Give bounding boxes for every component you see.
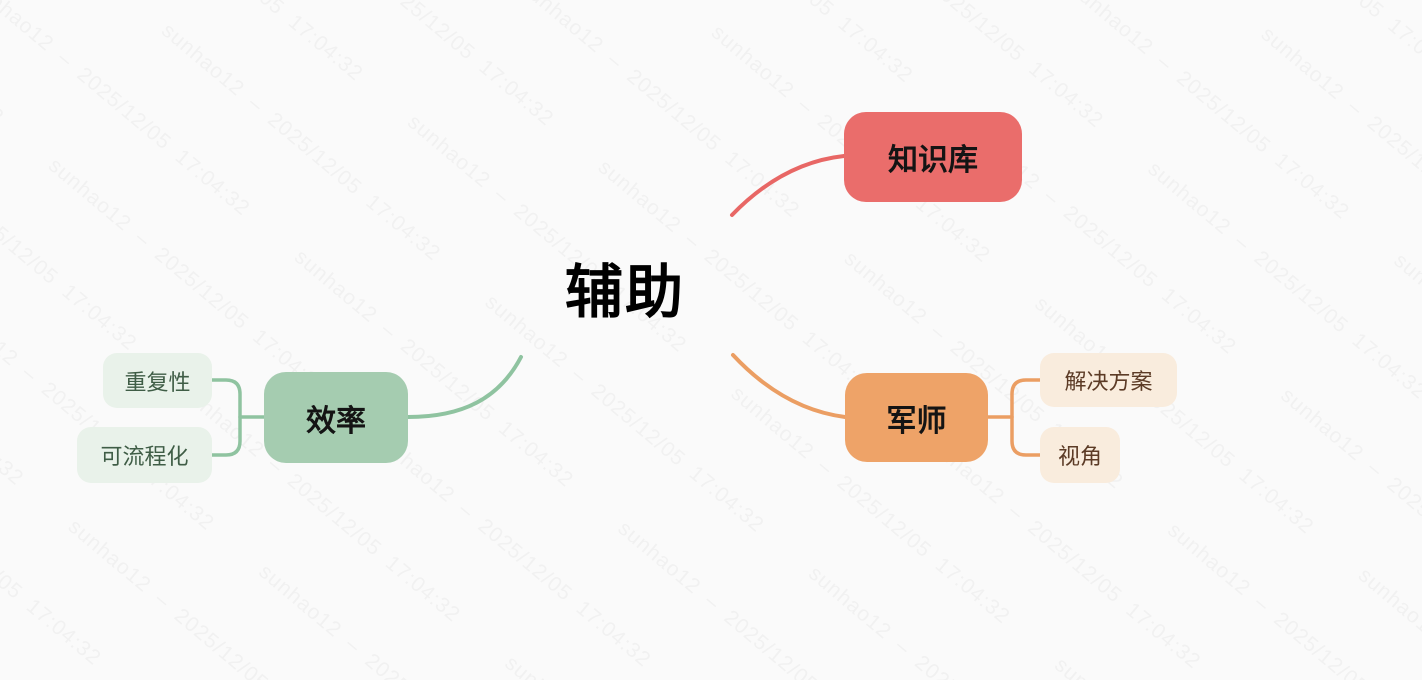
node-knowledge-base[interactable]: 知识库 [844, 112, 1022, 202]
connector-root-knowledge-base [730, 154, 846, 217]
node-root[interactable]: 辅助 [564, 260, 685, 325]
node-repetitive[interactable]: 重复性 [103, 353, 212, 408]
node-solution[interactable]: 解决方案 [1040, 353, 1177, 407]
connector-root-efficiency [406, 355, 523, 419]
node-processable[interactable]: 可流程化 [77, 427, 212, 483]
node-efficiency[interactable]: 效率 [264, 372, 408, 463]
connector-root-advisor [731, 353, 847, 419]
node-perspective[interactable]: 视角 [1040, 427, 1120, 483]
node-advisor[interactable]: 军师 [845, 373, 988, 462]
connector-advisor-children-bracket [1010, 378, 1042, 457]
connector-efficiency-children-bracket [210, 378, 242, 457]
